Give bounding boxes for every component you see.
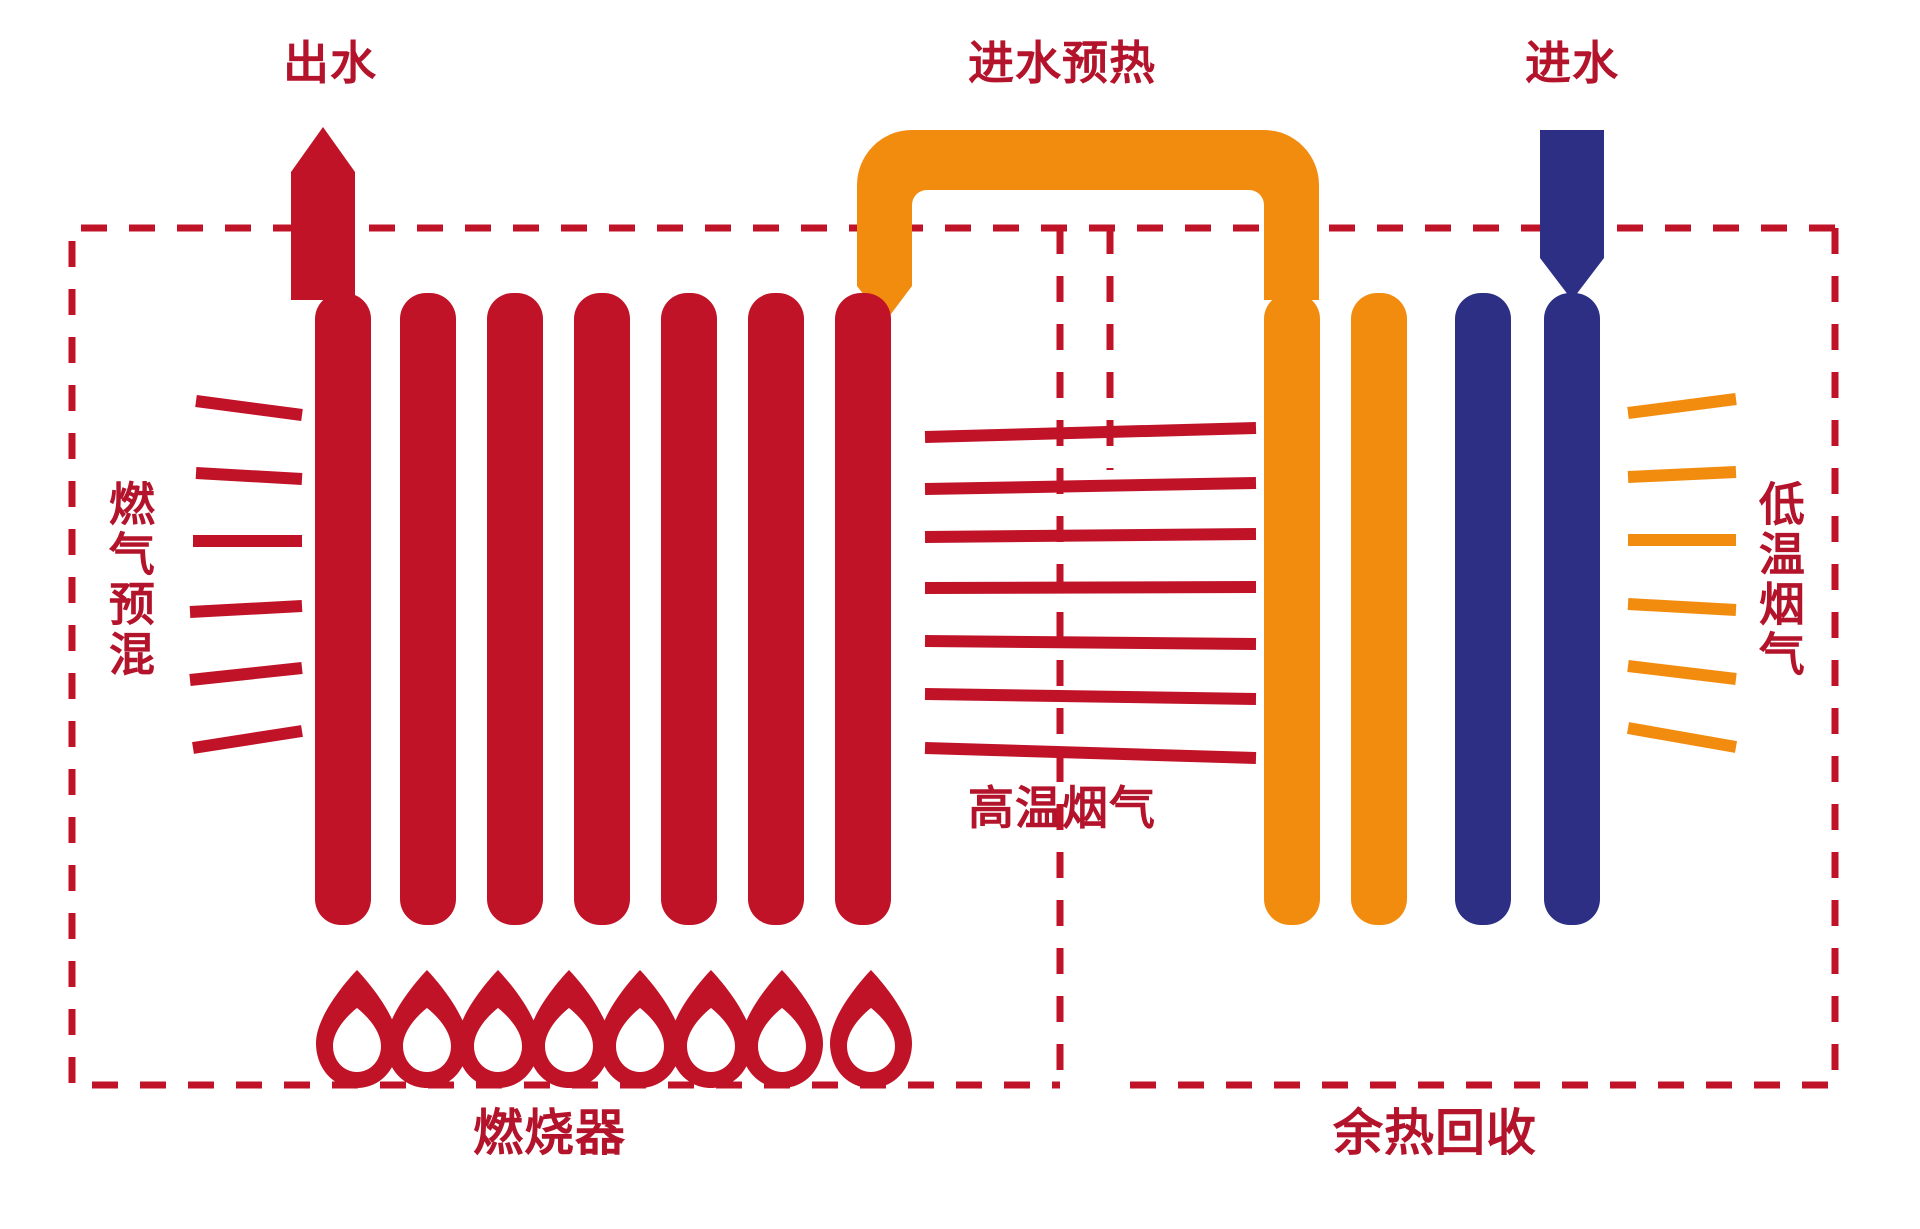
label-water-inlet: 进水 xyxy=(1525,36,1619,90)
low-temp-flue-gas-lines xyxy=(1626,393,1738,753)
label-water-outlet: 出水 xyxy=(283,36,377,90)
burner-section-boundary xyxy=(68,224,1835,1089)
label-burner-section: 燃烧器 xyxy=(473,1104,626,1162)
orange-recovery-tubes xyxy=(1264,293,1407,925)
feedwater-preheat-pipe xyxy=(857,130,1319,322)
red-heat-exchanger-tubes xyxy=(315,293,891,925)
label-waste-heat-recovery-section: 余热回收 xyxy=(1333,1104,1537,1162)
high-temp-flue-gas-lines xyxy=(924,422,1257,764)
label-high-temp-flue-gas: 高温烟气 xyxy=(968,781,1156,835)
label-low-temp-flue-gas: 低温烟气 xyxy=(1751,480,1806,680)
water-outlet-arrow xyxy=(291,127,355,300)
label-feedwater-preheat: 进水预热 xyxy=(968,36,1156,90)
navy-inlet-tubes xyxy=(1455,293,1600,925)
gas-premix-flow-lines xyxy=(189,395,303,754)
water-inlet-arrow xyxy=(1540,130,1604,300)
burner-flame-icons xyxy=(316,970,912,1088)
label-gas-premix: 燃气预混 xyxy=(101,480,156,680)
